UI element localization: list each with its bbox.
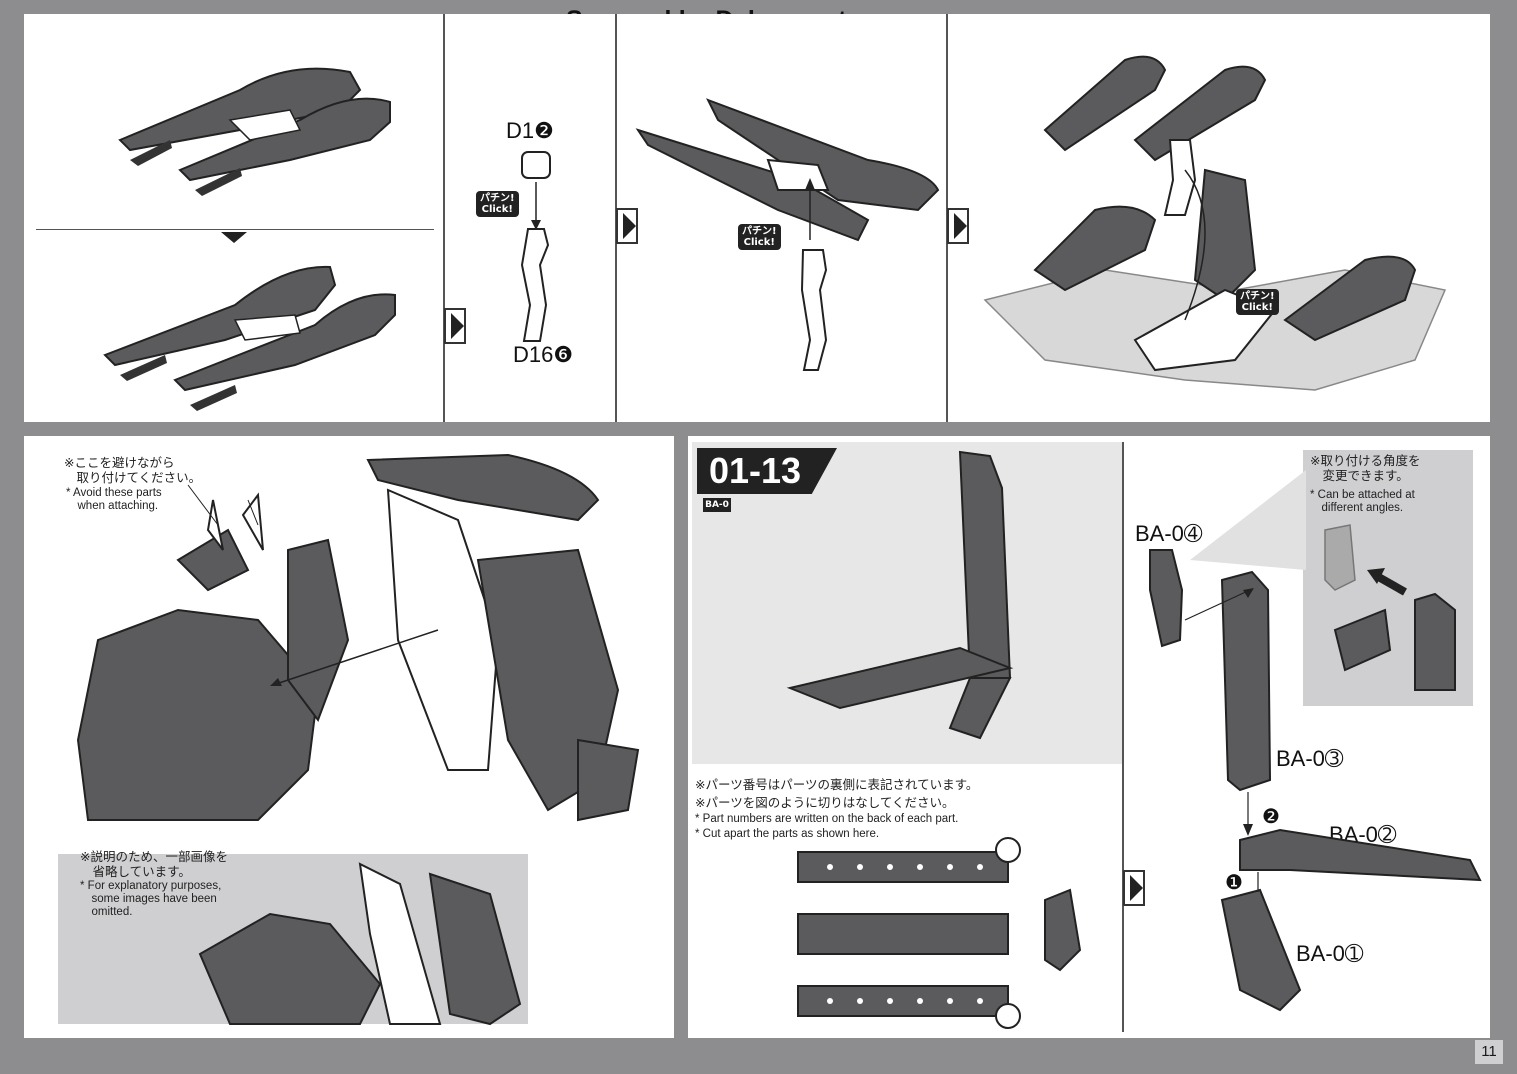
stand-parts-runner-illustration xyxy=(797,837,1082,1029)
click-badge-step4: パチン!Click! xyxy=(1236,289,1279,315)
part-label-d16-6: D16❻ xyxy=(513,342,574,367)
cut-apart-note-en: * Cut apart the parts as shown here. xyxy=(695,828,880,840)
attach-ship-panel-leftstrip xyxy=(24,436,64,816)
weapon-attach-illustration xyxy=(635,98,940,371)
inset-note-en: * For explanatory purposes, some images … xyxy=(80,880,222,918)
step-01-13-divider xyxy=(1122,442,1124,1032)
angle-note-en: * Can be attached at different angles. xyxy=(1310,489,1415,514)
part-d16-illustration xyxy=(520,228,550,342)
step-arrow-4 xyxy=(1130,875,1143,901)
angle-variation-illustration xyxy=(1324,524,1456,691)
step-arrow-2 xyxy=(623,213,636,239)
order-marker-1: ❶ xyxy=(1225,870,1243,894)
cut-apart-note-jp: ※パーツを図のように切りはなしてください。 xyxy=(695,795,955,810)
top-divider-1 xyxy=(443,14,445,422)
stand-preview-inset xyxy=(692,442,1122,764)
note-avoid-jp: ※ここを避けながら 取り付けてください。 xyxy=(64,455,202,485)
robot-with-ship-illustration xyxy=(76,453,640,822)
step-number-badge: 01-13 xyxy=(697,448,837,494)
top-left-hdivider xyxy=(36,229,434,230)
angle-note-jp: ※取り付ける角度を 変更できます。 xyxy=(1310,453,1421,483)
click-badge-step3: パチン!Click! xyxy=(738,224,781,250)
part-label-d1-2: D1❷ xyxy=(506,118,554,143)
part-number-note-jp: ※パーツ番号はパーツの裏側に表記されています。 xyxy=(695,777,979,792)
page-number: 11 xyxy=(1475,1040,1503,1064)
step-arrow-1 xyxy=(451,313,464,339)
down-arrow-indicator xyxy=(221,232,247,243)
inset-note-jp: ※説明のため、一部画像を 省略しています。 xyxy=(80,849,228,879)
weapon-pair-illustration-upper xyxy=(118,67,391,196)
part-number-note-en: * Part numbers are written on the back o… xyxy=(695,813,959,825)
click-badge-step2: パチン!Click! xyxy=(476,191,519,217)
note-avoid-en: * Avoid these parts when attaching. xyxy=(66,487,162,512)
assembled-stand-illustration xyxy=(786,450,1014,740)
step-sub-code: BA-0 xyxy=(703,498,731,512)
inset-robot-illustration xyxy=(198,862,522,1026)
step-arrow-3 xyxy=(954,213,967,239)
order-marker-2: ❷ xyxy=(1262,804,1280,828)
part-label-ba0-4: BA-0➃ xyxy=(1135,521,1203,546)
part-d1-illustration xyxy=(521,151,551,230)
stand-assembly-illustration xyxy=(1149,549,1482,1012)
ship-attach-illustration xyxy=(983,55,1447,391)
part-label-ba0-1: BA-0➀ xyxy=(1296,941,1364,966)
weapon-pair-illustration-lower xyxy=(103,265,396,411)
part-label-ba0-3: BA-0➂ xyxy=(1276,746,1344,771)
